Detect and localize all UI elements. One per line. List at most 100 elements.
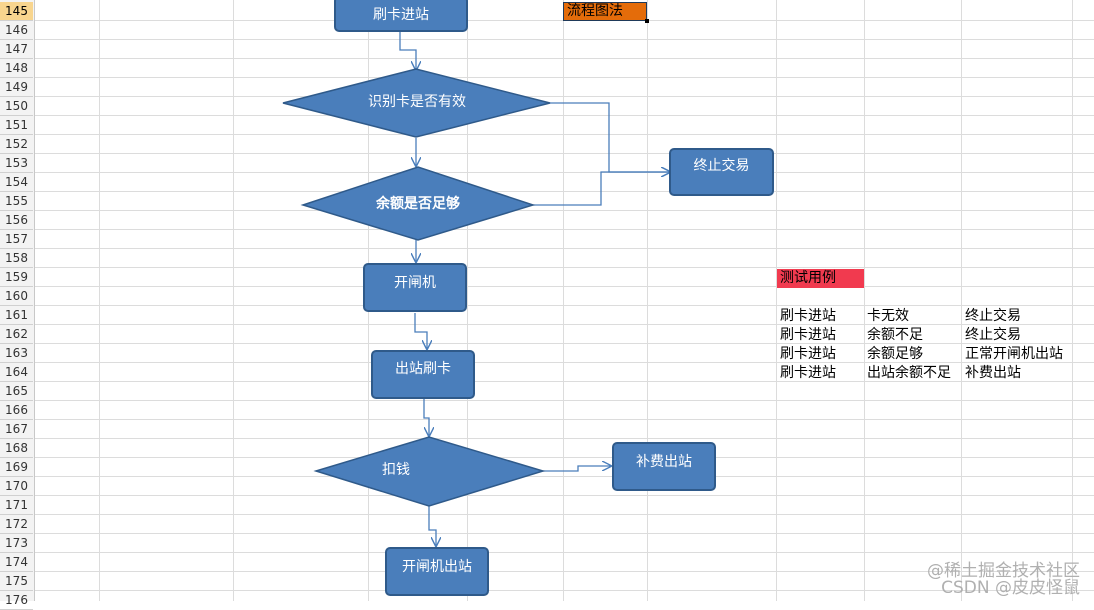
grid-line xyxy=(864,0,865,601)
grid-line xyxy=(99,0,100,601)
row-number[interactable]: 173 xyxy=(0,534,33,553)
grid-line xyxy=(35,305,1094,306)
row-number[interactable]: 162 xyxy=(0,325,33,344)
decision-label-deduct: 扣钱 xyxy=(382,462,410,478)
grid-line xyxy=(35,267,1094,268)
grid-line xyxy=(35,590,1094,591)
row-number[interactable]: 165 xyxy=(0,382,33,401)
connector-arrow xyxy=(428,506,436,546)
grid-line xyxy=(35,191,1094,192)
connector-arrow xyxy=(543,466,611,472)
grid-line xyxy=(35,514,1094,515)
grid-line xyxy=(35,39,1094,40)
grid-line xyxy=(35,552,1094,553)
row-number[interactable]: 169 xyxy=(0,458,33,477)
test-case-cell[interactable]: 正常开闸机出站 xyxy=(965,346,1063,362)
row-number[interactable]: 159 xyxy=(0,268,33,287)
test-case-cell[interactable]: 刷卡进站 xyxy=(780,308,836,324)
row-number[interactable]: 167 xyxy=(0,420,33,439)
row-number[interactable]: 161 xyxy=(0,306,33,325)
connector-arrow xyxy=(423,399,429,436)
grid-line xyxy=(35,286,1094,287)
test-case-cell[interactable]: 刷卡进站 xyxy=(780,365,836,381)
row-number[interactable]: 148 xyxy=(0,59,33,78)
process-box-swipe-out[interactable]: 出站刷卡 xyxy=(371,350,475,399)
test-case-cell[interactable]: 卡无效 xyxy=(867,308,909,324)
process-box-swipe-in[interactable]: 刷卡进站 xyxy=(334,0,468,32)
row-number[interactable]: 160 xyxy=(0,287,33,306)
connector-arrow xyxy=(399,32,416,70)
row-number[interactable]: 166 xyxy=(0,401,33,420)
test-case-cell[interactable]: 终止交易 xyxy=(965,327,1021,343)
row-number[interactable]: 171 xyxy=(0,496,33,515)
row-number[interactable]: 149 xyxy=(0,78,33,97)
connector-arrow xyxy=(414,313,427,349)
row-number[interactable]: 157 xyxy=(0,230,33,249)
process-box-open-gate-exit[interactable]: 开闸机出站 xyxy=(385,547,489,596)
row-number[interactable]: 175 xyxy=(0,572,33,591)
process-label: 开闸机出站 xyxy=(402,559,472,575)
grid-line xyxy=(35,381,1094,382)
process-box-terminate[interactable]: 终止交易 xyxy=(669,148,774,196)
grid-line xyxy=(35,229,1094,230)
grid-line xyxy=(35,495,1094,496)
test-case-cell[interactable]: 终止交易 xyxy=(965,308,1021,324)
title-cell[interactable]: 流程图法 xyxy=(563,2,647,21)
row-number[interactable]: 172 xyxy=(0,515,33,534)
decision-diamond-valid xyxy=(282,68,551,138)
grid-line xyxy=(647,0,648,601)
grid-line xyxy=(35,77,1094,78)
test-case-cell[interactable]: 刷卡进站 xyxy=(780,327,836,343)
grid-line xyxy=(35,419,1094,420)
row-number[interactable]: 151 xyxy=(0,116,33,135)
row-number[interactable]: 168 xyxy=(0,439,33,458)
row-number[interactable]: 156 xyxy=(0,211,33,230)
row-number[interactable]: 152 xyxy=(0,135,33,154)
grid-line xyxy=(35,172,1094,173)
process-box-pay-extra[interactable]: 补费出站 xyxy=(612,442,716,491)
test-case-cell[interactable]: 余额不足 xyxy=(867,327,923,343)
row-number[interactable]: 174 xyxy=(0,553,33,572)
row-number[interactable]: 145 xyxy=(0,2,33,21)
test-cases-header[interactable]: 测试用例 xyxy=(777,269,864,288)
test-case-cell[interactable]: 刷卡进站 xyxy=(780,346,836,362)
grid-line xyxy=(35,343,1094,344)
row-number[interactable]: 146 xyxy=(0,21,33,40)
grid-line xyxy=(35,533,1094,534)
test-case-cell[interactable]: 余额足够 xyxy=(867,346,923,362)
grid-line xyxy=(961,0,962,601)
grid-line xyxy=(35,115,1094,116)
grid-line xyxy=(563,0,564,601)
process-label: 出站刷卡 xyxy=(395,361,451,377)
watermark-line: CSDN @皮皮怪鼠 xyxy=(941,578,1080,598)
test-case-cell[interactable]: 补费出站 xyxy=(965,365,1021,381)
decision-label-balance: 余额是否足够 xyxy=(376,196,460,212)
process-box-open-gate[interactable]: 开闸机 xyxy=(363,263,467,312)
process-label: 终止交易 xyxy=(693,158,750,174)
row-number[interactable]: 155 xyxy=(0,192,33,211)
row-number[interactable]: 163 xyxy=(0,344,33,363)
grid-line xyxy=(35,96,1094,97)
grid-line xyxy=(35,134,1094,135)
row-number[interactable]: 170 xyxy=(0,477,33,496)
grid-line xyxy=(35,476,1094,477)
grid-line xyxy=(35,571,1094,572)
grid-line xyxy=(35,457,1094,458)
row-number[interactable]: 150 xyxy=(0,97,33,116)
row-number[interactable]: 154 xyxy=(0,173,33,192)
grid-line xyxy=(35,58,1094,59)
grid-line xyxy=(35,210,1094,211)
watermark: @稀土掘金技术社区 CSDN @皮皮怪鼠 xyxy=(927,563,1080,597)
spreadsheet-grid[interactable] xyxy=(35,0,1094,601)
row-number[interactable]: 147 xyxy=(0,40,33,59)
row-header: 145 146 147 148 149 150 151 152 153 154 … xyxy=(0,0,35,610)
fill-handle[interactable] xyxy=(645,19,649,23)
test-case-cell[interactable]: 出站余额不足 xyxy=(867,365,951,381)
row-number[interactable]: 158 xyxy=(0,249,33,268)
grid-line xyxy=(35,400,1094,401)
connector-arrow xyxy=(533,172,670,206)
row-number[interactable]: 153 xyxy=(0,154,33,173)
row-number[interactable]: 164 xyxy=(0,363,33,382)
grid-line xyxy=(1072,0,1073,601)
